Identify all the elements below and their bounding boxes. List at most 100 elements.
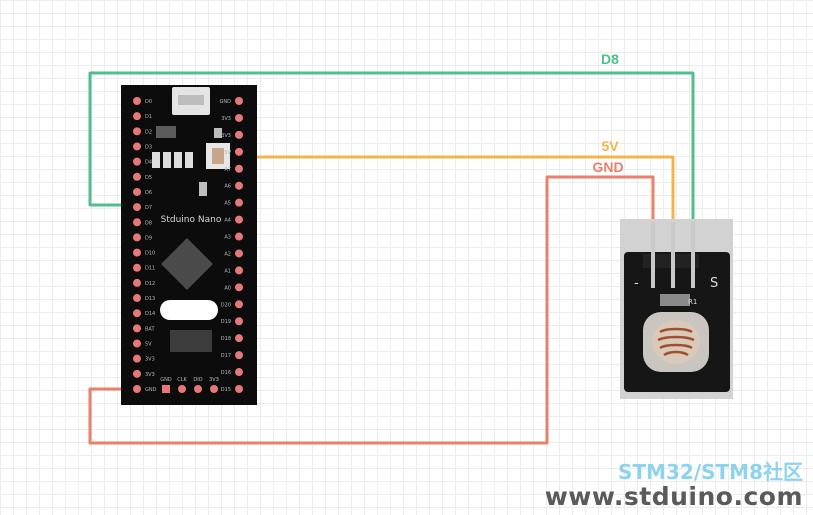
right-pin-label: D17	[221, 353, 231, 359]
usb-port-opening	[178, 95, 204, 105]
left-pin-label: GND	[145, 387, 157, 393]
left-pin-5v	[133, 339, 141, 348]
board-name: Stduino Nano	[161, 215, 222, 225]
smd-component-2	[199, 182, 207, 196]
sensor-minus-label: -	[634, 276, 639, 291]
right-pin-a3	[235, 232, 243, 241]
right-pin-label: A6	[224, 184, 231, 190]
right-pin-label: A0	[224, 285, 231, 291]
right-pin-label: A2	[224, 251, 231, 257]
led-array	[152, 152, 193, 168]
wire-d8	[88, 71, 695, 222]
watermark-community: STM32/STM8社区	[618, 460, 803, 484]
right-pin-label: D20	[221, 302, 231, 308]
left-pin-label: D4	[145, 160, 152, 166]
regulator-chip	[156, 126, 176, 138]
right-pin-a1	[235, 266, 243, 275]
left-pin-label: D3	[145, 144, 152, 150]
right-pin-5v	[235, 147, 243, 156]
bottom-pin-gnd	[162, 385, 170, 393]
left-pin-3v3	[133, 369, 141, 378]
left-pin-d12	[133, 278, 141, 287]
left-pin-d5	[133, 172, 141, 181]
right-pin-label: D16	[221, 370, 231, 376]
wire-label-gnd: GND	[592, 159, 623, 175]
left-pin-label: D0	[145, 99, 152, 105]
watermark-url: www.stduino.com	[544, 482, 803, 511]
right-pin-label: A1	[224, 268, 231, 274]
left-pin-header: D0D1D2D3D4D5D6D7D8D9D10D11D12D13D14BAT5V…	[133, 97, 157, 393]
bottom-pin-dio	[194, 385, 202, 393]
right-pin-a7	[235, 164, 243, 173]
right-pin-label: D15	[221, 387, 231, 393]
bottom-pin-3v3	[210, 385, 218, 393]
right-pin-a0	[235, 283, 243, 292]
right-pin-header: GND3V33V35VA7A6A5A4A3A2A1A0D20D19D18D17D…	[220, 97, 243, 393]
bottom-pin-clk	[178, 385, 186, 393]
left-pin-d0	[133, 97, 141, 105]
left-pin-gnd	[133, 385, 141, 393]
sensor-resistor	[660, 294, 690, 306]
sensor-pin-gnd	[651, 222, 655, 288]
right-pin-label: A4	[224, 218, 231, 224]
right-pin-d19	[235, 317, 243, 326]
left-pin-label: 3V3	[145, 357, 155, 363]
sensor-pin-signal	[691, 222, 695, 288]
left-pin-label: D10	[145, 251, 155, 257]
photoresistor-face	[652, 320, 700, 364]
right-pin-d20	[235, 300, 243, 309]
left-pin-d11	[133, 263, 141, 272]
wire-label-d8: D8	[601, 51, 619, 67]
right-pin-a5	[235, 198, 243, 207]
right-pin-label: D18	[221, 336, 231, 342]
right-pin-d15	[235, 385, 243, 393]
left-pin-label: BAT	[145, 326, 155, 332]
mcu-chip	[161, 238, 213, 290]
wire-5v	[239, 155, 675, 222]
left-pin-d10	[133, 248, 141, 257]
right-pin-3v3	[235, 113, 243, 122]
right-pin-a6	[235, 181, 243, 190]
left-pin-label: 5V	[145, 342, 152, 348]
left-pin-label: 3V3	[145, 372, 155, 378]
right-pin-label: 3V3	[221, 116, 231, 122]
left-pin-3v3	[133, 354, 141, 363]
right-pin-label: GND	[220, 99, 232, 105]
right-pin-label: A7	[224, 167, 231, 173]
right-pin-d16	[235, 368, 243, 377]
left-pin-bat	[133, 324, 141, 333]
right-pin-3v3	[235, 130, 243, 139]
left-pin-d13	[133, 294, 141, 303]
wire-label-5v: 5V	[601, 138, 619, 154]
right-pin-label: 3V3	[221, 133, 231, 139]
left-pin-label: D2	[145, 129, 152, 135]
right-pin-label: D19	[221, 319, 231, 325]
left-pin-d2	[133, 127, 141, 136]
left-pin-label: D6	[145, 190, 152, 196]
crystal-oscillator	[160, 300, 218, 320]
smd-component	[214, 128, 222, 138]
right-pin-a2	[235, 249, 243, 258]
bottom-pin-label: GND	[160, 377, 172, 383]
stduino-nano-board: Stduino Nano D0D1D2D3D4D5D6D7D8D9D10D11D…	[121, 85, 257, 405]
photoresistor-trace	[657, 327, 695, 357]
right-pin-d17	[235, 351, 243, 360]
right-pin-a4	[235, 215, 243, 224]
bottom-pin-label: 3V3	[209, 377, 219, 383]
sensor-pin-5v	[671, 222, 675, 288]
bottom-pin-label: DIO	[193, 377, 202, 383]
left-pin-label: D1	[145, 114, 152, 120]
left-pin-label: D11	[145, 266, 155, 272]
left-pin-label: D9	[145, 235, 152, 241]
ldo-chip	[170, 330, 212, 352]
sensor-resistor-label: R1	[688, 298, 697, 306]
wire-gnd	[88, 175, 655, 445]
left-pin-label: D7	[145, 205, 152, 211]
left-pin-label: D8	[145, 220, 152, 226]
light-sensor-module: - S R1	[620, 219, 733, 399]
sensor-s-label: S	[710, 276, 718, 291]
right-pin-label: A5	[224, 201, 231, 207]
left-pin-label: D13	[145, 296, 155, 302]
right-pin-gnd	[235, 97, 243, 105]
